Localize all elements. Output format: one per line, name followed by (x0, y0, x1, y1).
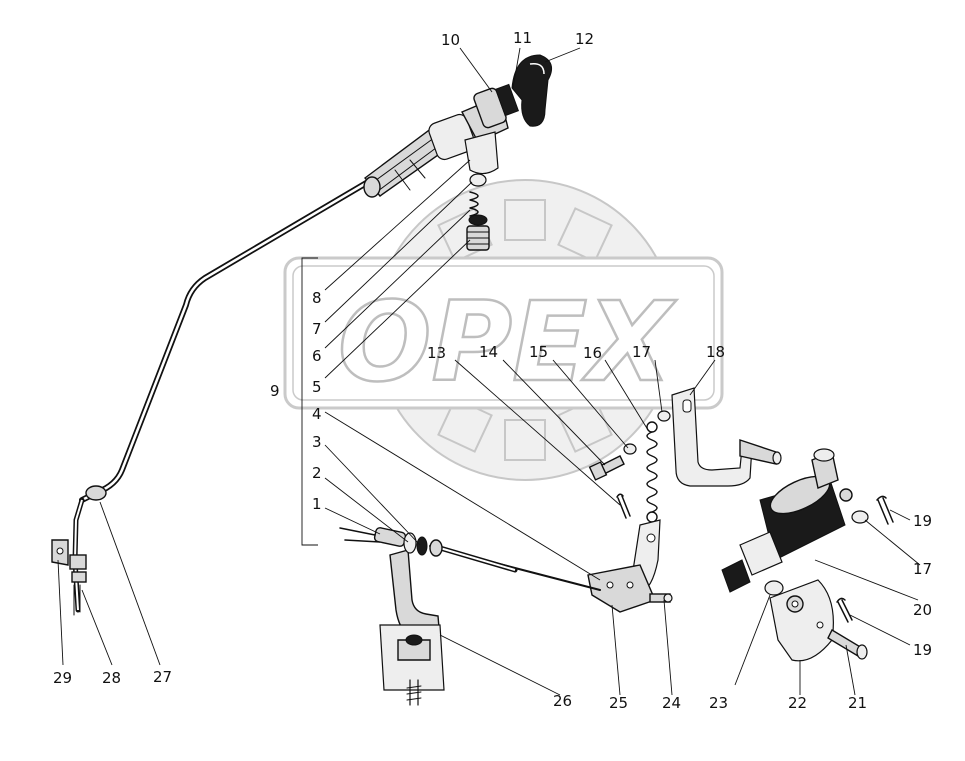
callout-24: 24 (662, 694, 681, 712)
callout-3: 3 (312, 433, 322, 451)
callout-27: 27 (153, 668, 172, 686)
callout-18: 18 (706, 343, 725, 361)
callout-20: 20 (913, 601, 932, 619)
valve-small-parts (466, 173, 490, 251)
washer-17-right (851, 510, 869, 524)
callout-19-lower: 19 (913, 641, 932, 659)
callout-22: 22 (788, 694, 807, 712)
callout-17-right: 17 (913, 560, 932, 578)
callout-23: 23 (709, 694, 728, 712)
callout-5: 5 (312, 378, 322, 396)
callout-19-right: 19 (913, 512, 932, 530)
callout-4: 4 (312, 405, 322, 423)
watermark-plate (283, 256, 724, 410)
lever-25 (587, 519, 673, 613)
actuator-20 (721, 448, 853, 593)
callout-11: 11 (513, 29, 532, 47)
callout-8: 8 (312, 289, 322, 307)
watermark-text: OPEX (338, 278, 677, 406)
clevis-pin-21 (827, 629, 868, 660)
callout-1: 1 (312, 495, 322, 513)
callout-14: 14 (479, 343, 498, 361)
washer-17-top (657, 410, 671, 422)
cable-rod (51, 179, 371, 616)
group-bracket-9 (301, 257, 318, 546)
bracket-18 (671, 387, 782, 487)
washer-23 (764, 580, 784, 596)
callout-25: 25 (609, 694, 628, 712)
callout-9: 9 (270, 382, 280, 400)
pull-rod (429, 545, 601, 591)
callout-7: 7 (312, 320, 322, 338)
callout-29: 29 (53, 669, 72, 687)
choke-knob (511, 54, 553, 127)
callout-16: 16 (583, 344, 602, 362)
choke-handle-assembly (363, 54, 553, 198)
callout-labels: 10 11 12 8 7 6 5 9 4 3 2 1 13 14 15 16 1… (53, 29, 932, 712)
cotter-pin-13 (616, 493, 631, 519)
callout-10: 10 (441, 31, 460, 49)
bolt-14 (588, 455, 625, 481)
cable-clamp (85, 485, 107, 501)
cable-end-parts (339, 527, 443, 557)
bracket-26 (379, 549, 445, 706)
callout-6: 6 (312, 347, 322, 365)
callout-28: 28 (102, 669, 121, 687)
mount-plate-22 (769, 579, 834, 662)
callout-12: 12 (575, 30, 594, 48)
callout-15: 15 (529, 343, 548, 361)
watermark-logo: OPEX (283, 179, 724, 481)
callout-21: 21 (848, 694, 867, 712)
cotter-pin-19-lower (836, 597, 853, 623)
spring-16 (646, 421, 658, 523)
callout-13: 13 (427, 344, 446, 362)
cotter-pin-19-right (876, 495, 894, 525)
callout-17-top: 17 (632, 343, 651, 361)
leader-lines (57, 47, 921, 696)
callout-26: 26 (553, 692, 572, 710)
callout-2: 2 (312, 464, 322, 482)
